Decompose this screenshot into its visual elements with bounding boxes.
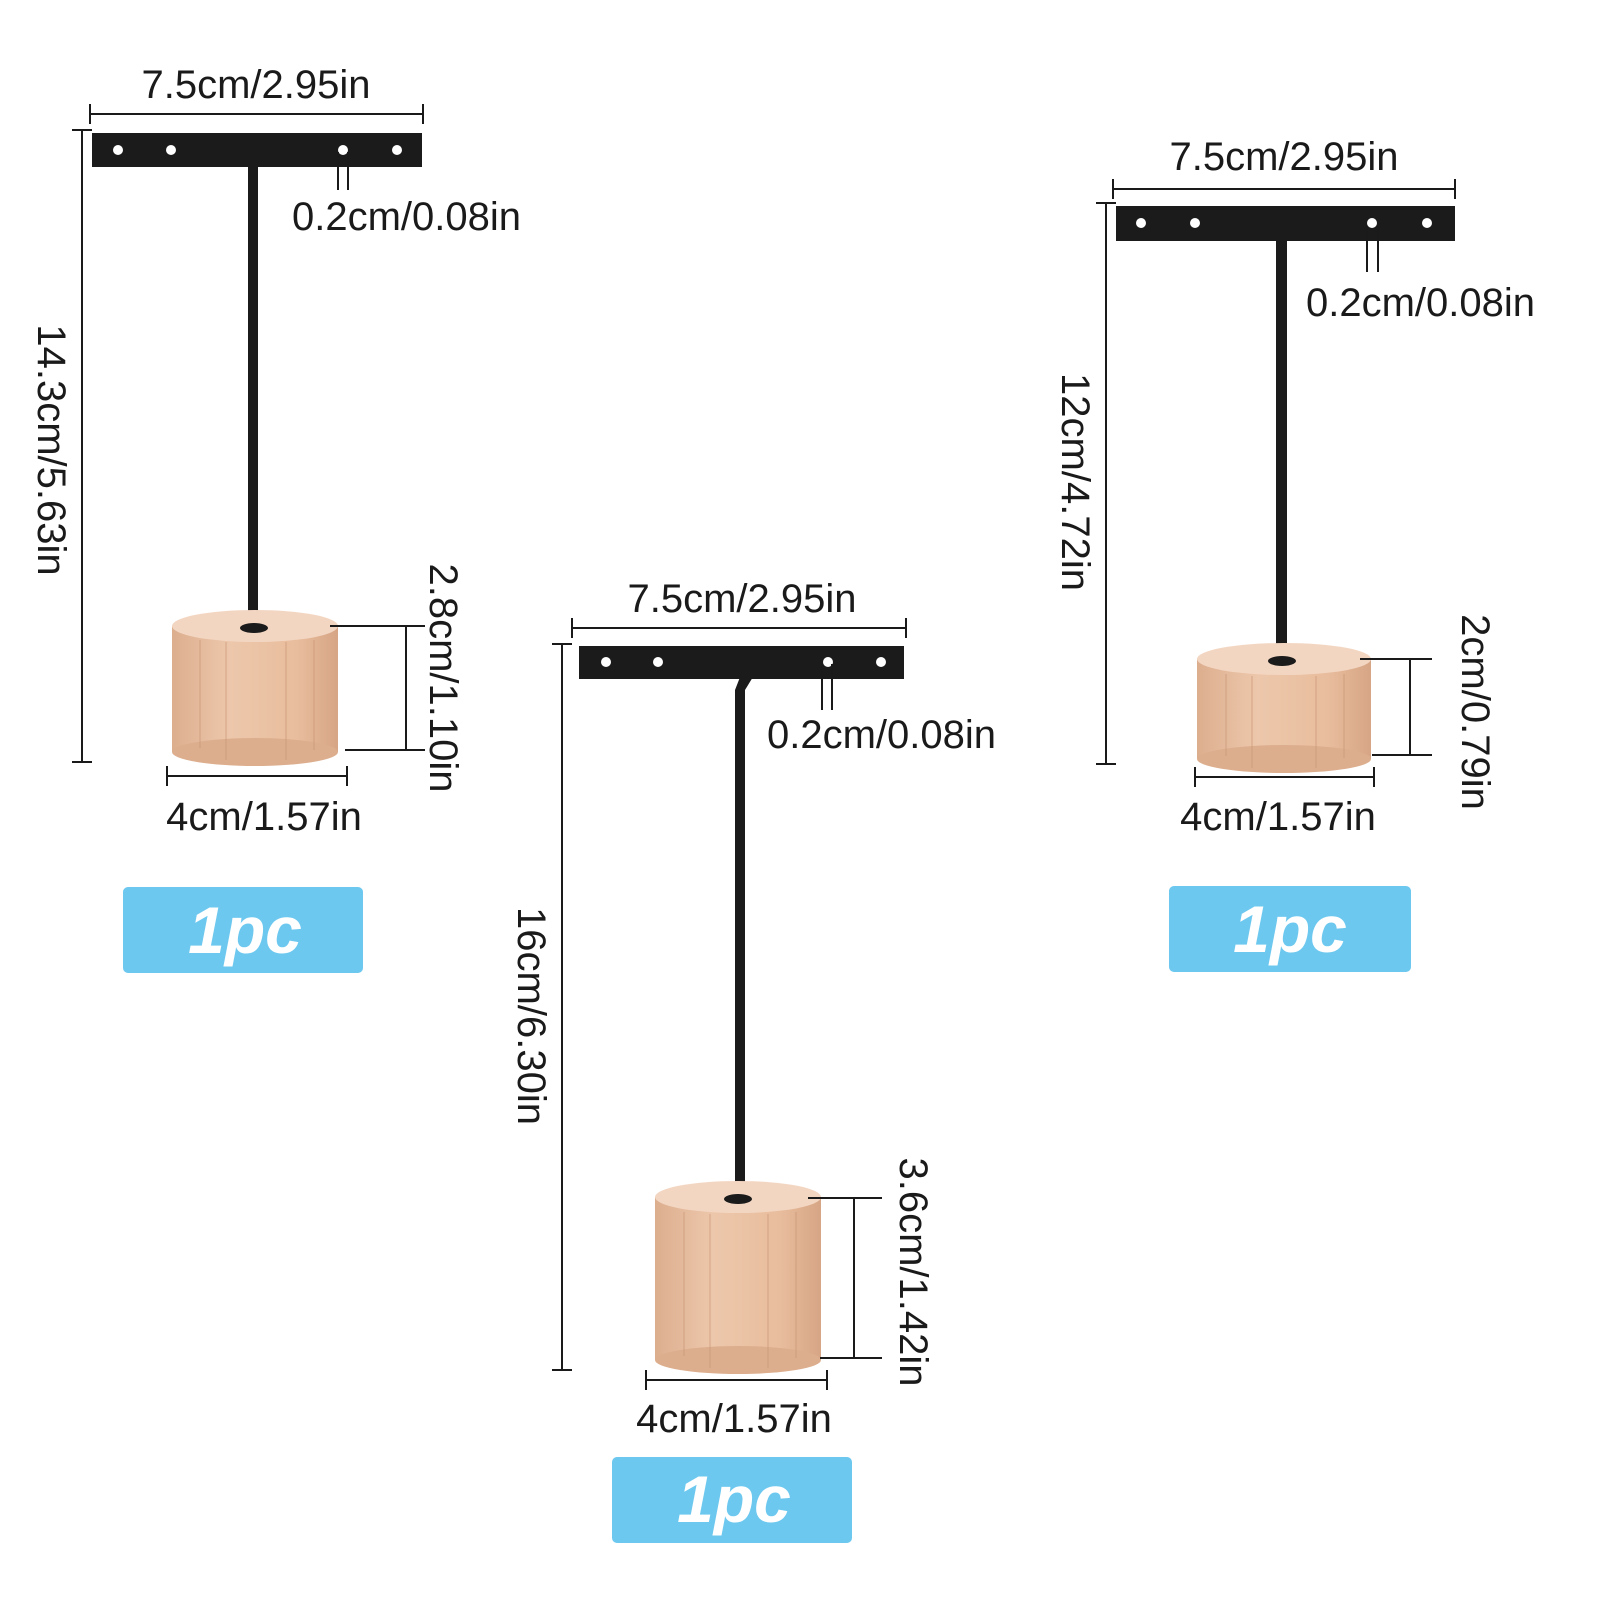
stand-2-hole <box>601 657 611 667</box>
stand-2-base-width-label: 4cm/1.57in <box>636 1397 832 1441</box>
stand-2-thickness-label: 0.2cm/0.08in <box>767 713 996 757</box>
stand-1-hole <box>166 145 176 155</box>
stand-2: 7.5cm/2.95in 0.2cm/0.08in 16cm/6.30in 3.… <box>509 577 996 1543</box>
stand-1: 7.5cm/2.95in 0.2cm/0.08in 14.3cm/5.63in <box>29 63 521 973</box>
stand-3-quantity-label: 1pc <box>1233 892 1347 966</box>
stand-3-base-width-label: 4cm/1.57in <box>1180 795 1376 839</box>
stand-1-thickness-label: 0.2cm/0.08in <box>292 195 521 239</box>
stand-1-hole <box>113 145 123 155</box>
stand-1-t-bar <box>92 133 422 167</box>
stand-3: 7.5cm/2.95in 0.2cm/0.08in 12cm/4.72in 2c… <box>1053 135 1535 972</box>
stand-1-base-width-label: 4cm/1.57in <box>166 795 362 839</box>
stand-1-hole <box>392 145 402 155</box>
stand-3-total-height-label: 12cm/4.72in <box>1053 373 1097 591</box>
stand-2-bar-width-label: 7.5cm/2.95in <box>627 577 856 621</box>
stand-3-hole <box>1422 218 1432 228</box>
stand-1-rod <box>248 165 258 625</box>
stand-2-hole <box>653 657 663 667</box>
stand-1-quantity-badge <box>123 887 363 973</box>
stand-2-hole <box>876 657 886 667</box>
stand-3-hole <box>1367 218 1377 228</box>
stand-1-hole <box>338 145 348 155</box>
stand-3-base-height-label: 2cm/0.79in <box>1453 614 1497 810</box>
stand-1-quantity-label: 1pc <box>188 893 302 967</box>
stand-3-quantity-badge <box>1169 886 1411 972</box>
stand-3-hole <box>1190 218 1200 228</box>
stand-3-hole <box>1136 218 1146 228</box>
stand-2-wood-base <box>655 1181 821 1374</box>
stand-1-total-height-label: 14.3cm/5.63in <box>29 324 73 575</box>
stand-2-quantity-badge <box>612 1457 852 1543</box>
stand-3-bar-width-label: 7.5cm/2.95in <box>1169 135 1398 179</box>
stand-2-base-height-label: 3.6cm/1.42in <box>891 1157 935 1386</box>
stand-1-base-height-label: 2.8cm/1.10in <box>421 563 465 792</box>
stand-3-wood-base <box>1197 643 1371 773</box>
stand-3-t-bar <box>1116 206 1455 241</box>
stand-3-rod <box>1276 238 1287 658</box>
stand-2-quantity-label: 1pc <box>677 1462 791 1536</box>
stand-2-total-height-label: 16cm/6.30in <box>509 907 553 1125</box>
stand-3-thickness-label: 0.2cm/0.08in <box>1306 281 1535 325</box>
stand-2-hole <box>823 657 833 667</box>
stand-1-bar-width-label: 7.5cm/2.95in <box>141 63 370 107</box>
stand-2-rod <box>735 672 756 1196</box>
stand-1-wood-base <box>172 610 338 766</box>
